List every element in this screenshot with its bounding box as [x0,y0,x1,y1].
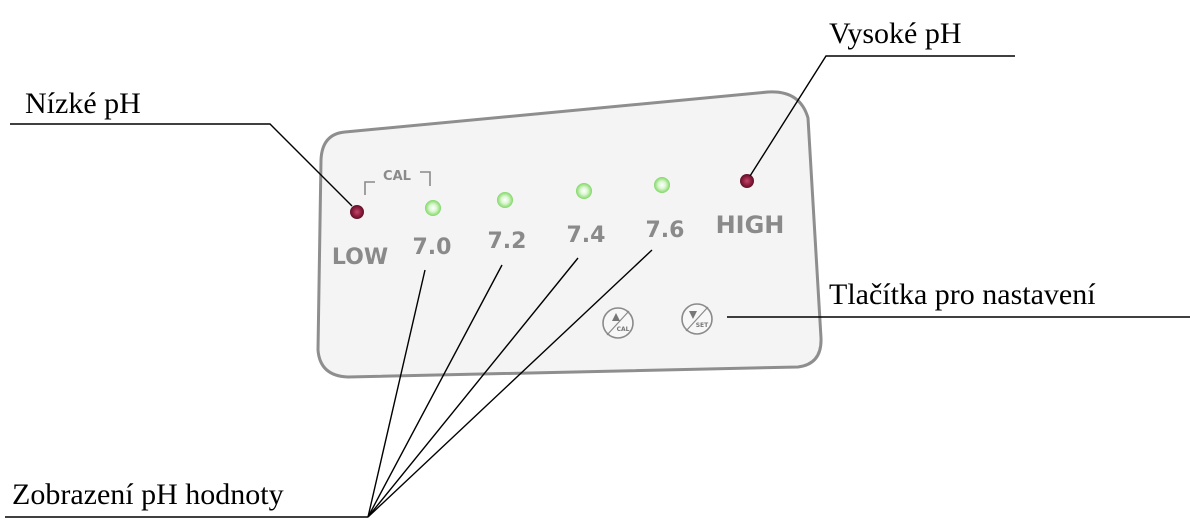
led-7-0 [425,200,441,216]
buttons-callout: Tlačítka pro nastavení [829,278,1096,311]
down-arrow-icon [689,311,697,319]
value-7-6: 7.6 [646,218,685,243]
ph-display-leader-7-0 [367,269,426,518]
up-cal-button[interactable]: CAL [602,307,634,339]
led-7-6 [654,177,670,193]
led-7-4 [576,183,592,199]
value-7-2: 7.2 [488,229,527,254]
high-label: HIGH [716,211,785,239]
high-led [740,174,754,188]
led-7-2 [497,192,513,208]
ph-display-leader-7-4 [367,257,579,518]
down-set-button[interactable]: SET [681,303,713,335]
value-7-0: 7.0 [413,235,452,260]
low-ph-leader [10,123,353,207]
cal-label: CAL [383,169,411,184]
ph-display-leader-7-6 [367,249,653,518]
low-label: LOW [332,245,388,270]
high-ph-leader [749,55,1015,177]
value-7-4: 7.4 [567,223,606,248]
up-arrow-icon [612,313,620,321]
up-button-label: CAL [617,326,630,333]
cal-bracket-right [420,171,431,186]
ph-display-leader-7-2 [367,264,503,518]
high-ph-callout: Vysoké pH [829,17,962,50]
low-led [350,205,364,219]
down-button-label: SET [696,322,709,329]
cal-bracket [364,181,375,195]
low-ph-callout: Nízké pH [25,87,141,120]
ph-display-callout: Zobrazení pH hodnoty [12,478,284,511]
